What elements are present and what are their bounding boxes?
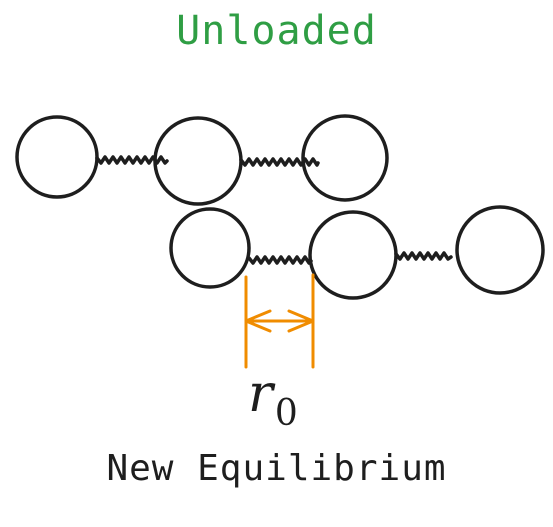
atom-bottom-3 [455, 205, 545, 295]
dimension-label-subscript: 0 [274, 393, 298, 434]
atom-top-1 [15, 115, 99, 199]
dimension-label-symbol: r [248, 364, 273, 424]
atom-bottom-1 [169, 207, 251, 289]
diagram-subtitle: New Equilibrium [106, 448, 447, 489]
dimension-arrowhead-right [287, 309, 315, 333]
spring-top-2 [239, 157, 320, 167]
spring-bottom-1 [247, 255, 313, 265]
spring-bottom-2 [394, 251, 453, 261]
diagram-title: Unloaded [176, 8, 377, 54]
atom-bottom-2 [308, 210, 398, 300]
dimension-arrowhead-left [244, 309, 272, 333]
dimension-label: r0 [248, 368, 298, 432]
spring-top-1 [95, 155, 169, 165]
atom-top-3 [301, 114, 389, 202]
